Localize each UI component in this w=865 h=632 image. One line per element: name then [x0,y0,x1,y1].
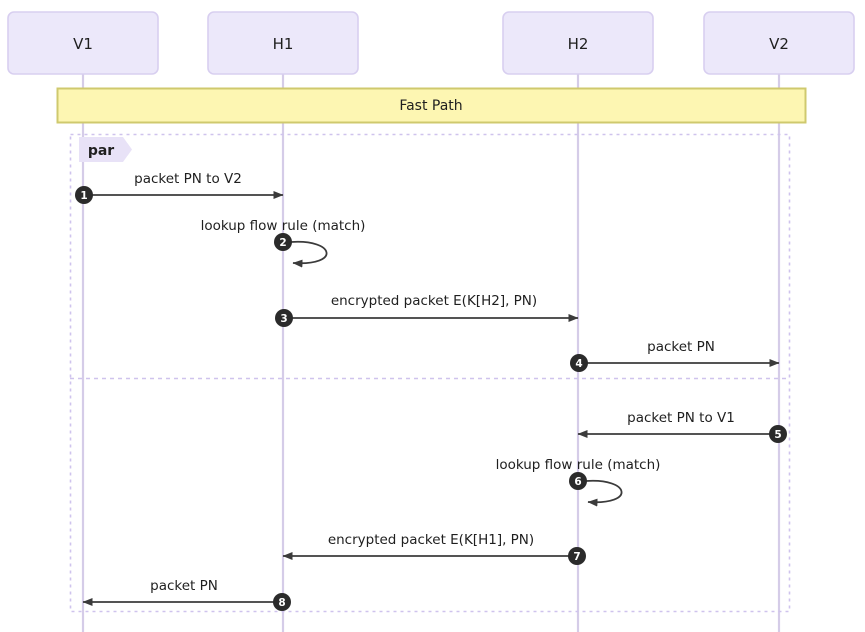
message-5[interactable]: packet PN to V1 5 [577,410,787,443]
participant-h1[interactable]: H1 [207,11,359,75]
message-3[interactable]: encrypted packet E(K[H2], PN) 3 [275,293,579,327]
message-label: packet PN to V1 [627,410,735,426]
message-6[interactable]: lookup flow rule (match) 6 [496,457,661,507]
message-label: lookup flow rule (match) [496,457,661,473]
fragment-border [69,133,791,613]
participant-box[interactable] [502,11,654,75]
messages-layer: packet PN to V2 1 lookup flow rule (match)… [75,171,787,611]
note-label: Fast Path [399,98,462,114]
badge-number: 3 [280,313,287,325]
badge-number: 5 [774,429,781,441]
participant-label-h2: H2 [568,35,589,53]
fragment-par: par [69,133,791,613]
lifelines-layer [81,74,781,632]
message-sequence-badge: 2 [274,233,292,251]
message-sequence-badge: 6 [569,472,587,490]
message-label: encrypted packet E(K[H2], PN) [331,293,537,309]
badge-number: 7 [573,551,580,563]
message-sequence-badge: 7 [568,547,586,565]
message-label: packet PN [150,578,218,594]
badge-circle [273,593,291,611]
badge-number: 1 [80,190,87,202]
message-7[interactable]: encrypted packet E(K[H1], PN) 7 [282,532,586,565]
message-sequence-badge: 5 [769,425,787,443]
badge-circle [569,472,587,490]
message-label: encrypted packet E(K[H1], PN) [328,532,534,548]
message-1[interactable]: packet PN to V2 1 [75,171,284,204]
badge-number: 6 [574,476,581,488]
participant-box[interactable] [703,11,855,75]
message-self-arrow [585,479,623,507]
participant-v2[interactable]: V2 [703,11,855,75]
message-label: lookup flow rule (match) [201,218,366,234]
message-sequence-badge: 4 [570,354,588,372]
message-sequence-badge: 3 [275,309,293,327]
message-self-arrow [290,240,328,268]
participant-label-v2: V2 [769,35,789,53]
badge-number: 2 [279,237,286,249]
message-8[interactable]: packet PN 8 [82,578,291,611]
badge-number: 4 [575,358,582,370]
participant-label-h1: H1 [273,35,294,53]
badge-number: 8 [278,597,285,609]
message-label: packet PN to V2 [134,171,242,187]
fragment-label-par: par [88,143,114,159]
badge-circle [274,233,292,251]
message-sequence-badge: 8 [273,593,291,611]
participant-box[interactable] [207,11,359,75]
note-fast-path-note: Fast Path [56,87,807,124]
badge-circle [769,425,787,443]
note-box [56,87,807,124]
participant-label-v1: V1 [73,35,93,53]
participant-h2[interactable]: H2 [502,11,654,75]
notes-layer: Fast Path [56,87,807,124]
message-sequence-badge: 1 [75,186,93,204]
fragment-label-bg [79,137,132,162]
message-2[interactable]: lookup flow rule (match) 2 [201,218,366,268]
fragment-frames-layer: par [69,133,791,613]
message-4[interactable]: packet PN 4 [570,339,780,372]
participant-box[interactable] [7,11,159,75]
participants-layer: V1 H1 H2 V2 [7,11,855,75]
message-label: packet PN [647,339,715,355]
badge-circle [275,309,293,327]
badge-circle [75,186,93,204]
badge-circle [570,354,588,372]
badge-circle [568,547,586,565]
participant-v1[interactable]: V1 [7,11,159,75]
